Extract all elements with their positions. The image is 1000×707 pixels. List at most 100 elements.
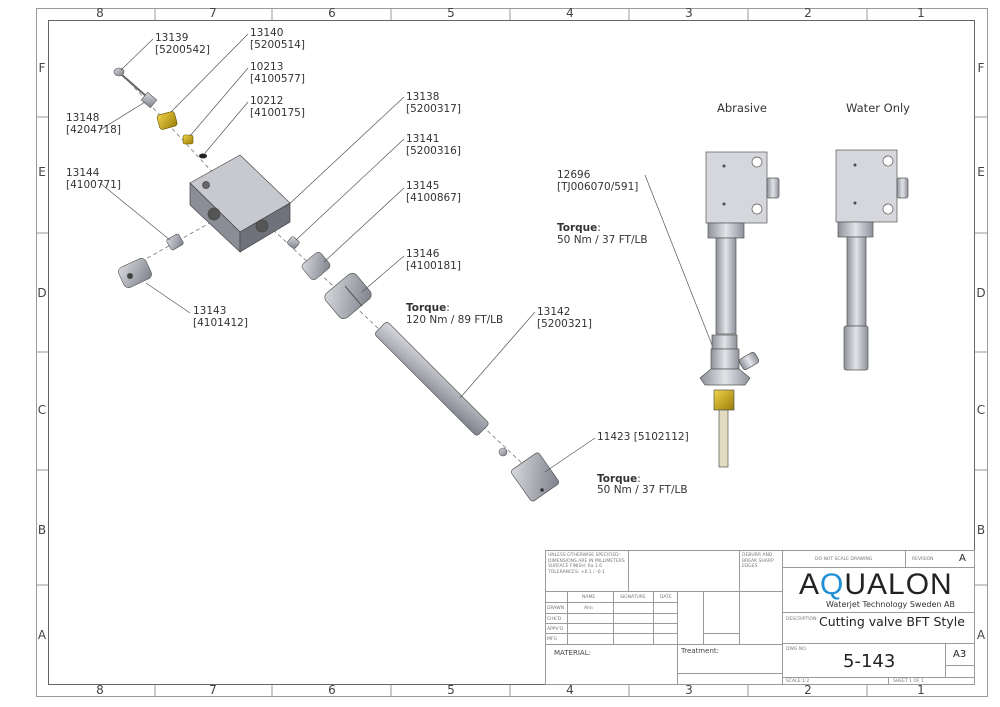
torque-label: Torque: [406, 302, 447, 314]
callout-part-no: [5102112]: [633, 431, 689, 443]
dwg-no-label: DWG NO.: [786, 647, 807, 652]
callout-id: 13145: [406, 180, 440, 192]
zone-col-bottom: 4: [566, 683, 574, 697]
callout-13141: 13141[5200316]: [406, 133, 461, 157]
material-label: MATERIAL:: [554, 649, 591, 657]
blank-cell: [628, 550, 740, 592]
logo-letters: UALON: [844, 568, 953, 601]
callout-part-no: [5200514]: [250, 38, 305, 51]
callout-part-no: [5200321]: [537, 317, 592, 330]
callout-id: 11423: [597, 431, 631, 443]
scale-cell: SCALE:1:2: [782, 677, 889, 685]
description-label: DESCRIPTION:: [786, 617, 818, 622]
col-name-header: NAME: [582, 595, 596, 600]
callout-13144: 13144[4100771]: [66, 167, 121, 191]
callout-13146: 13146[4100181] Torque:120 Nm / 89 FT/LB: [406, 248, 504, 326]
sheet-number: SHEET 1 OF 1: [893, 679, 924, 684]
drawn-by-name: Ahn: [584, 606, 593, 611]
col-signature-header: SIGNATURE: [620, 595, 646, 600]
callout-part-no: [4204718]: [66, 123, 121, 136]
blank-cell: [677, 673, 783, 685]
part-13140-brass: [156, 111, 178, 130]
table-cell: [739, 591, 783, 645]
row-checked-label: CHK'D: [547, 617, 562, 622]
zone-col-top: 8: [96, 6, 104, 20]
callout-13145: 13145[4100867]: [406, 180, 461, 204]
zone-col-top: 4: [566, 6, 574, 20]
callout-id: 13144: [66, 167, 100, 179]
callout-id: 13142: [537, 306, 571, 318]
callout-part-no: [TJ006070/591]: [557, 180, 639, 193]
treatment-label: Treatment:: [681, 647, 719, 655]
row-drawn-label: DRAWN: [547, 606, 565, 611]
callout-id: 13138: [406, 91, 440, 103]
aqualon-logo: AQUALON: [799, 569, 953, 601]
row-approved-label: APPV'D: [547, 627, 564, 632]
leader-lines: [99, 33, 717, 473]
callout-id: 13141: [406, 133, 440, 145]
callout-10213: 10213[4100577]: [250, 61, 305, 85]
zone-row-right: B: [976, 523, 986, 537]
zone-row-right: A: [976, 628, 986, 642]
part-13145: [301, 251, 331, 281]
part-10212-oring: [199, 153, 207, 159]
zone-row-left: E: [38, 165, 46, 179]
zone-row-left: B: [37, 523, 47, 537]
sheet-cell: SHEET 1 OF 1: [888, 677, 975, 685]
callout-part-no: [4100577]: [250, 72, 305, 85]
part-10213-brass: [182, 134, 194, 145]
abrasive-view: [699, 151, 780, 468]
zone-col-top: 6: [328, 6, 336, 20]
callout-13139: 13139[5200542]: [155, 32, 210, 56]
torque-spec: Torque:120 Nm / 89 FT/LB: [406, 302, 504, 326]
callout-13142: 13142[5200321]: [537, 306, 592, 330]
drawing-description: Cutting valve BFT Style: [819, 614, 965, 629]
callout-13138: 13138[5200317]: [406, 91, 461, 115]
callout-part-no: [5200316]: [406, 144, 461, 157]
drawing-number: 5-143: [843, 651, 896, 672]
callout-13140: 13140[5200514]: [250, 27, 305, 51]
revision-label: REVISION: [912, 557, 934, 562]
revision-value: A: [959, 553, 966, 564]
callout-id: 12696: [557, 169, 591, 181]
general-notes: UNLESS OTHERWISE SPECIFIED: DIMENSIONS A…: [548, 553, 625, 575]
do-not-scale-note: DO NOT SCALE DRAWING: [815, 557, 873, 562]
table-cell: [677, 591, 704, 645]
material-cell: MATERIAL:: [545, 644, 678, 685]
zone-col-bottom: 3: [685, 683, 693, 697]
zone-ticks: [36, 8, 988, 697]
zone-col-bottom: 6: [328, 683, 336, 697]
zone-row-left: D: [37, 286, 47, 300]
zone-col-top: 1: [917, 6, 925, 20]
zone-row-right: F: [977, 61, 985, 75]
treatment-cell: Treatment:: [677, 644, 783, 674]
callout-id: 10213: [250, 61, 284, 73]
callout-10212: 10212[4100175]: [250, 95, 305, 119]
callout-part-no: [5200317]: [406, 102, 461, 115]
torque-value: 120 Nm / 89 FT/LB: [406, 313, 504, 326]
callout-part-no: [5200542]: [155, 43, 210, 56]
callout-part-no: [4100181]: [406, 259, 461, 272]
part-13148: [140, 91, 158, 109]
callout-12696: 12696[TJ006070/591] Torque:50 Nm / 37 FT…: [557, 169, 648, 246]
zone-row-right: C: [976, 403, 986, 417]
torque-label: Torque: [597, 472, 638, 485]
deburr-cell: DEBURR AND BREAK SHARP EDGES: [739, 550, 783, 592]
callout-13148: 13148[4204718]: [66, 112, 121, 136]
callout-id: 13139: [155, 32, 189, 44]
zone-col-bottom: 5: [447, 683, 455, 697]
deburr-note: DEBURR AND BREAK SHARP EDGES: [742, 553, 774, 569]
part-13144: [166, 233, 184, 251]
torque-spec: Torque:50 Nm / 37 FT/LB: [557, 222, 648, 246]
zone-col-bottom: 2: [804, 683, 812, 697]
part-valve-body-block: [189, 154, 291, 253]
callout-11423: 11423 [5102112] Torque:50 Nm / 37 FT/LB: [597, 431, 689, 497]
revision-cell: REVISION A: [905, 550, 975, 568]
torque-value: 50 Nm / 37 FT/LB: [557, 233, 648, 246]
zone-col-top: 2: [804, 6, 812, 20]
description-cell: DESCRIPTION:Cutting valve BFT Style: [782, 612, 975, 644]
part-11423: [511, 452, 559, 502]
dwg-no-cell: DWG NO. 5-143: [782, 643, 946, 678]
sheet-size-cell: A3: [945, 643, 975, 666]
zone-row-right: E: [977, 165, 985, 179]
